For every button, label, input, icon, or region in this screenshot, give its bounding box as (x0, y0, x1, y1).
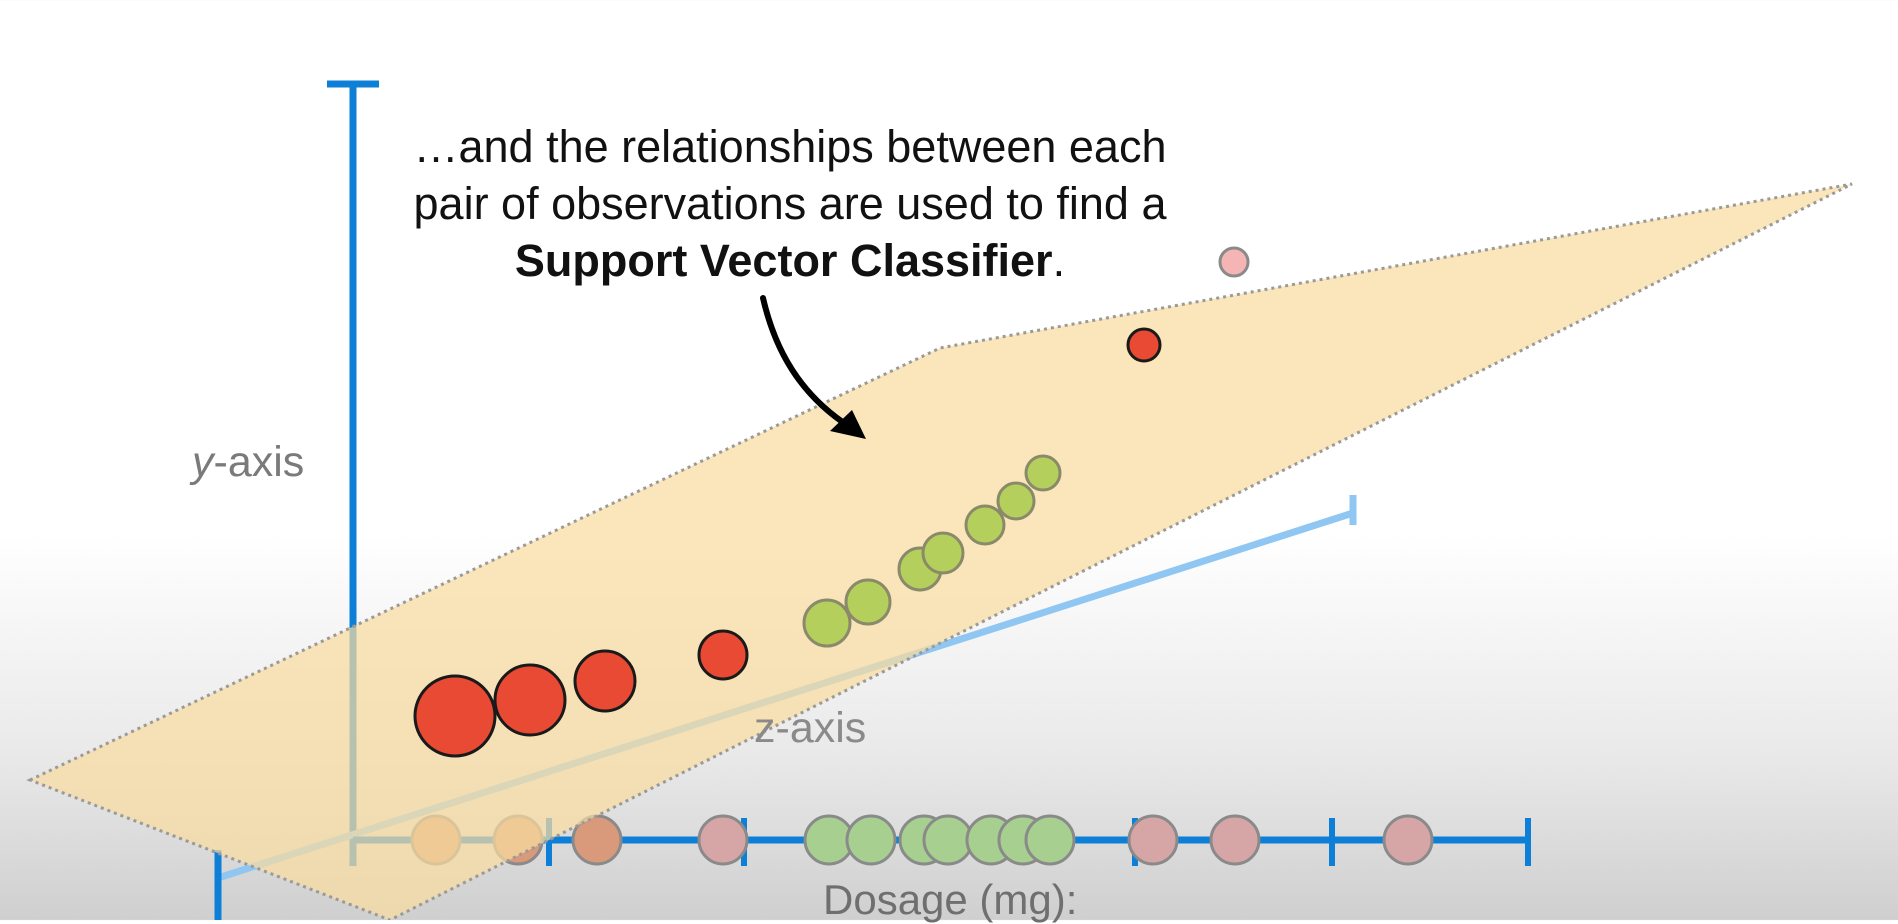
point-3d (921, 531, 965, 575)
y-axis-label-rest: -axis (213, 438, 305, 486)
x-axis-label: Dosage (mg): (823, 876, 1078, 923)
dosage-point (1024, 814, 1076, 866)
point-3d (1126, 327, 1162, 363)
y-axis-label-italic: y (192, 438, 214, 486)
dosage-point (1127, 814, 1179, 866)
point-3d (1024, 454, 1062, 492)
caption-line-3: Support Vector Classifier. (360, 232, 1220, 289)
caption-period: . (1052, 235, 1066, 286)
point-3d (844, 578, 892, 626)
dosage-point (697, 814, 749, 866)
dosage-point (922, 814, 974, 866)
caption-line-1: …and the relationships between each (413, 121, 1167, 172)
z-axis-label: z-axis (754, 704, 867, 752)
caption-arrow (760, 295, 866, 439)
point-3d (697, 629, 749, 681)
caption-line-2: pair of observations are used to find a (413, 178, 1167, 229)
point-3d (964, 504, 1006, 546)
point-3d (802, 598, 852, 648)
point-3d (493, 663, 567, 737)
caption: …and the relationships between each pair… (360, 118, 1220, 289)
dosage-point (1382, 814, 1434, 866)
point-3d (413, 674, 497, 758)
points-3d-green (802, 454, 1062, 648)
caption-bold: Support Vector Classifier (514, 235, 1053, 286)
point-3d (1218, 246, 1250, 278)
point-3d (573, 649, 637, 713)
point-3d (996, 481, 1036, 521)
dosage-point (1209, 814, 1261, 866)
points-3d (413, 327, 1162, 758)
dosage-point (845, 814, 897, 866)
y-axis-label: y-axis (192, 438, 304, 487)
